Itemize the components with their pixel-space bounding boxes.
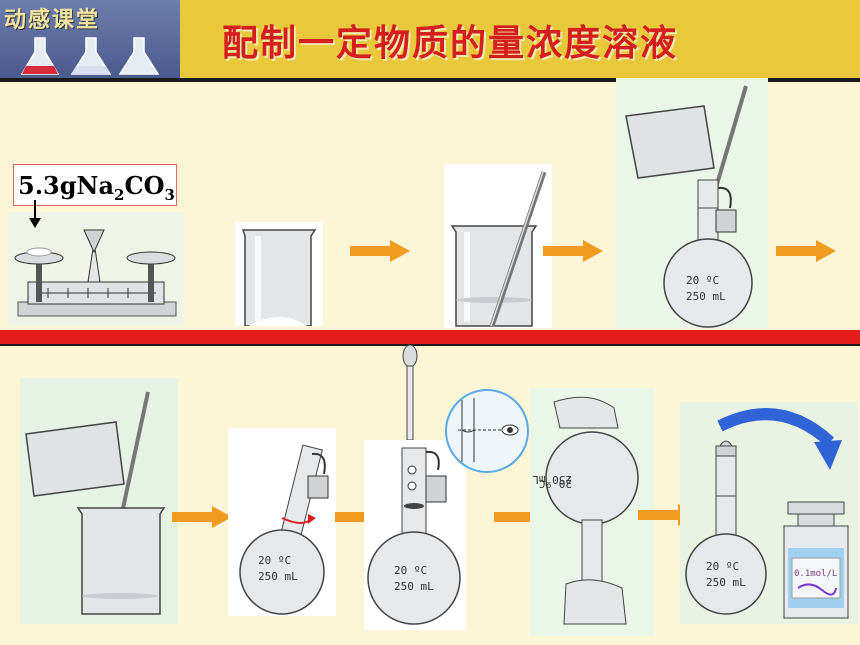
eye-level-inset-icon (445, 389, 529, 473)
tilted-flask-icon: 20 ºC 250 mL (239, 444, 329, 615)
arrow-right-icon-3 (776, 240, 836, 262)
flask-vol-label-2: 250 mL (258, 570, 298, 583)
logo-text: 动感课堂 (4, 8, 101, 33)
row-divider-line (0, 344, 860, 346)
transfer-flask-icon: 20 ºC 250 mL (625, 85, 753, 328)
rinse-beaker-icon (25, 391, 166, 615)
mass-label: 5.3gNa2CO3 (18, 171, 175, 204)
flask-dropper-icon: 20 ºC 250 mL (367, 447, 461, 625)
panel-invert: 20 ºC 250 mL (530, 388, 654, 636)
dropper-icon (402, 344, 418, 441)
bottle-store-icon: 20 ºC 250 mL 0.1mol/L (685, 408, 849, 619)
header-divider (0, 78, 860, 82)
flask-logo-icons (20, 37, 160, 75)
balance-icon (14, 229, 177, 317)
beaker-icon (241, 229, 317, 326)
panel-beaker-solid (235, 222, 323, 326)
mass-label-box (13, 164, 177, 206)
flask-vol-label-3: 250 mL (394, 580, 434, 593)
logo (0, 0, 180, 78)
flask-vol-label-4: 250 mL (532, 473, 572, 486)
panel-dilute: 20 ºC 250 mL (364, 440, 466, 630)
panel-transfer: 20 ºC 250 mL (616, 78, 768, 328)
down-arrow-icon (29, 200, 41, 228)
flask-temp-label-1: 20 ºC (686, 274, 719, 287)
title-bar (180, 0, 860, 78)
flask-temp-label-2: 20 ºC (258, 554, 291, 567)
page-title: 配制一定物质的量浓度溶液 (222, 23, 679, 64)
bottle-label: 0.1mol/L (794, 569, 837, 579)
flask-temp-label-4: 20 ºC (539, 477, 572, 490)
panel-balance (8, 212, 184, 326)
flask-vol-label-1: 250 mL (686, 290, 726, 303)
row-divider (0, 330, 860, 344)
arrow-right-icon-1 (350, 240, 410, 262)
panel-store: 20 ºC 250 mL 0.1mol/L (680, 402, 858, 624)
flask-temp-label-3: 20 ºC (394, 564, 427, 577)
inverted-flask-icon: 20 ºC 250 mL (532, 396, 639, 625)
panel-rinse (20, 378, 178, 624)
arrow-right-icon-2 (543, 240, 603, 262)
flask-vol-label-5: 250 mL (706, 576, 746, 589)
flask-temp-label-5: 20 ºC (706, 560, 739, 573)
beaker-rod-icon (450, 171, 547, 327)
panel-dissolve (444, 164, 552, 328)
arrow-right-icon-4 (172, 506, 232, 528)
panel-shake: 20 ºC 250 mL (228, 428, 336, 616)
